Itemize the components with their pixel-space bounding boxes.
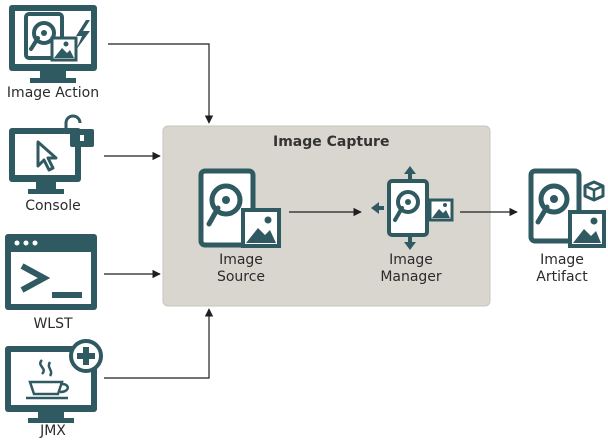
image-manager-label: Image Manager	[366, 252, 456, 286]
console-label: Console	[25, 198, 81, 214]
jmx-icon	[5, 339, 103, 423]
image-action-icon	[9, 5, 97, 83]
image-manager-label-line2: Manager	[380, 269, 442, 285]
wlst-label: WLST	[33, 316, 73, 332]
jmx-label: JMX	[40, 423, 66, 439]
image-source-icon	[198, 168, 281, 248]
image-manager-label-line1: Image	[389, 252, 433, 268]
image-source-label-line1: Image	[219, 252, 263, 268]
edge-jmx-to-capture	[104, 308, 214, 379]
image-source-label-line2: Source	[216, 269, 266, 285]
image-artifact-label: Image Artifact	[522, 252, 602, 286]
image-source-label: Image Source	[196, 252, 286, 286]
edge-image-action-to-capture	[108, 43, 214, 124]
console-icon	[9, 114, 94, 194]
image-artifact-label-line2: Artifact	[536, 269, 588, 285]
wlst-icon	[5, 234, 97, 310]
image-capture-title: Image Capture	[273, 134, 390, 150]
image-manager-icon	[371, 166, 454, 250]
image-action-label: Image Action	[6, 85, 100, 101]
image-artifact-label-line1: Image	[540, 252, 584, 268]
image-artifact-icon	[528, 168, 606, 248]
